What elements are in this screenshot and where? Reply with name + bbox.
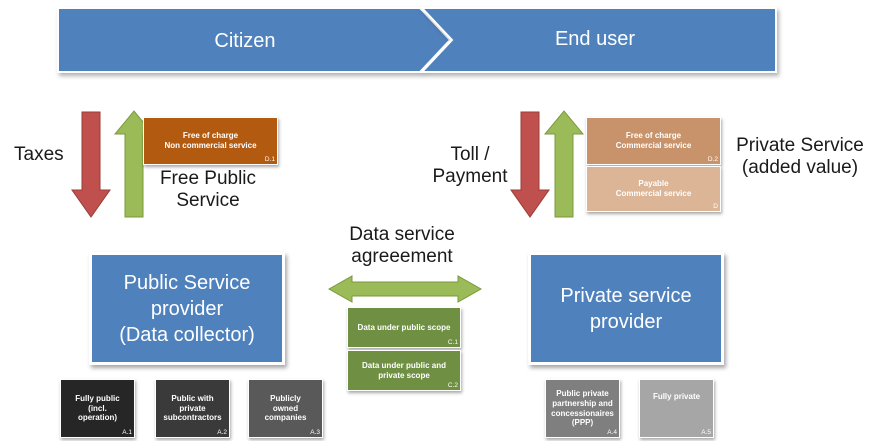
private-service-provider-box: Private service provider (528, 252, 724, 365)
box-a3-code: A.3 (310, 429, 320, 437)
box-a4-line1: Public private (556, 389, 609, 399)
citizen-label: Citizen (214, 30, 276, 52)
taxes-label: Taxes (14, 144, 64, 165)
box-c1: Data under public scope C.1 (347, 307, 461, 348)
private-service-line2: (added value) (741, 157, 859, 179)
box-a3-line3: companies (264, 413, 307, 423)
public-provider-line3: (Data collector) (119, 323, 255, 346)
box-d1-line1: Free of charge (182, 131, 239, 141)
public-provider-line1: Public Service (123, 271, 251, 294)
box-a1-line1: Fully public (75, 394, 120, 404)
box-a2: Public with private subcontractors A.2 (155, 379, 230, 438)
toll-line1: Toll / (450, 144, 490, 165)
toll-payment-label: Toll / Payment (420, 144, 520, 189)
box-a4-line3: concessionaires (551, 408, 614, 418)
box-d2-code: D.2 (707, 156, 718, 164)
free-service-up-arrow (113, 110, 155, 218)
end-user-chevron (419, 7, 777, 73)
box-c2-line1: Data under public and (361, 360, 446, 370)
box-a5-code: A.5 (701, 429, 711, 437)
box-a5-line1: Fully private (652, 392, 701, 401)
taxes-down-arrow (71, 111, 111, 218)
end-user-label: End user (554, 28, 636, 50)
citizen-chevron (57, 7, 452, 73)
box-d2: Free of charge Commercial service D.2 (586, 117, 721, 165)
box-d-line2: Commercial service (615, 189, 692, 198)
public-service-provider-box: Public Service provider (Data collector) (89, 252, 285, 365)
free-public-service-line1: Free Public (159, 168, 257, 189)
toll-line2: Payment (432, 166, 508, 188)
box-c2-code: C.2 (447, 382, 458, 390)
box-d1: Free of charge Non commercial service D.… (143, 117, 278, 165)
private-service-label: Private Service (added value) (725, 135, 875, 180)
box-a3: Publicly owned companies A.3 (248, 379, 323, 438)
box-d-code: D (713, 203, 718, 211)
private-provider-line1: Private service (560, 284, 692, 307)
free-public-service-label: Free Public Service (146, 168, 270, 213)
box-c1-code: C.1 (447, 339, 458, 347)
box-a2-code: A.2 (217, 429, 227, 437)
private-provider-line2: provider (589, 310, 663, 333)
box-d2-line2: Commercial service (615, 141, 692, 150)
data-service-agreement-label: Data service agreeement (322, 224, 482, 269)
agreement-line2: agreeement (351, 246, 453, 268)
box-a1-code: A.1 (122, 429, 132, 437)
box-d1-code: D.1 (264, 156, 275, 164)
box-d2-line1: Free of charge (625, 131, 682, 141)
private-service-up-arrow (543, 110, 585, 218)
toll-down-arrow (510, 111, 550, 218)
agreement-line1: Data service (349, 224, 455, 245)
agreement-double-arrow (327, 275, 483, 303)
box-d-line1: Payable (638, 179, 669, 189)
box-a5: Fully private A.5 (639, 379, 714, 438)
box-c2: Data under public and private scope C.2 (347, 350, 461, 391)
box-a4: Public private partnership and concessio… (545, 379, 620, 438)
box-a3-line1: Publicly (270, 394, 301, 404)
box-c2-line2: private scope (378, 370, 430, 380)
box-a4-line2: partnership and (552, 398, 613, 408)
box-a2-line2: private (179, 403, 206, 413)
box-a3-line2: owned (272, 403, 299, 413)
box-a4-line4: (PPP) (571, 418, 594, 428)
box-a1-line3: operation) (77, 413, 118, 423)
box-c1-text: Data under public scope (357, 322, 451, 332)
box-a4-code: A.4 (607, 429, 617, 437)
box-d1-line2: Non commercial service (164, 141, 257, 150)
public-provider-line2: provider (150, 297, 224, 320)
box-a2-line1: Public with (171, 394, 214, 404)
box-a1: Fully public (incl. operation) A.1 (60, 379, 135, 438)
free-public-service-line2: Service (176, 190, 240, 212)
private-service-line1: Private Service (736, 135, 864, 156)
box-d: Payable Commercial service D (586, 166, 721, 212)
box-a2-line3: subcontractors (163, 413, 222, 423)
box-a1-line2: (incl. (88, 403, 107, 413)
